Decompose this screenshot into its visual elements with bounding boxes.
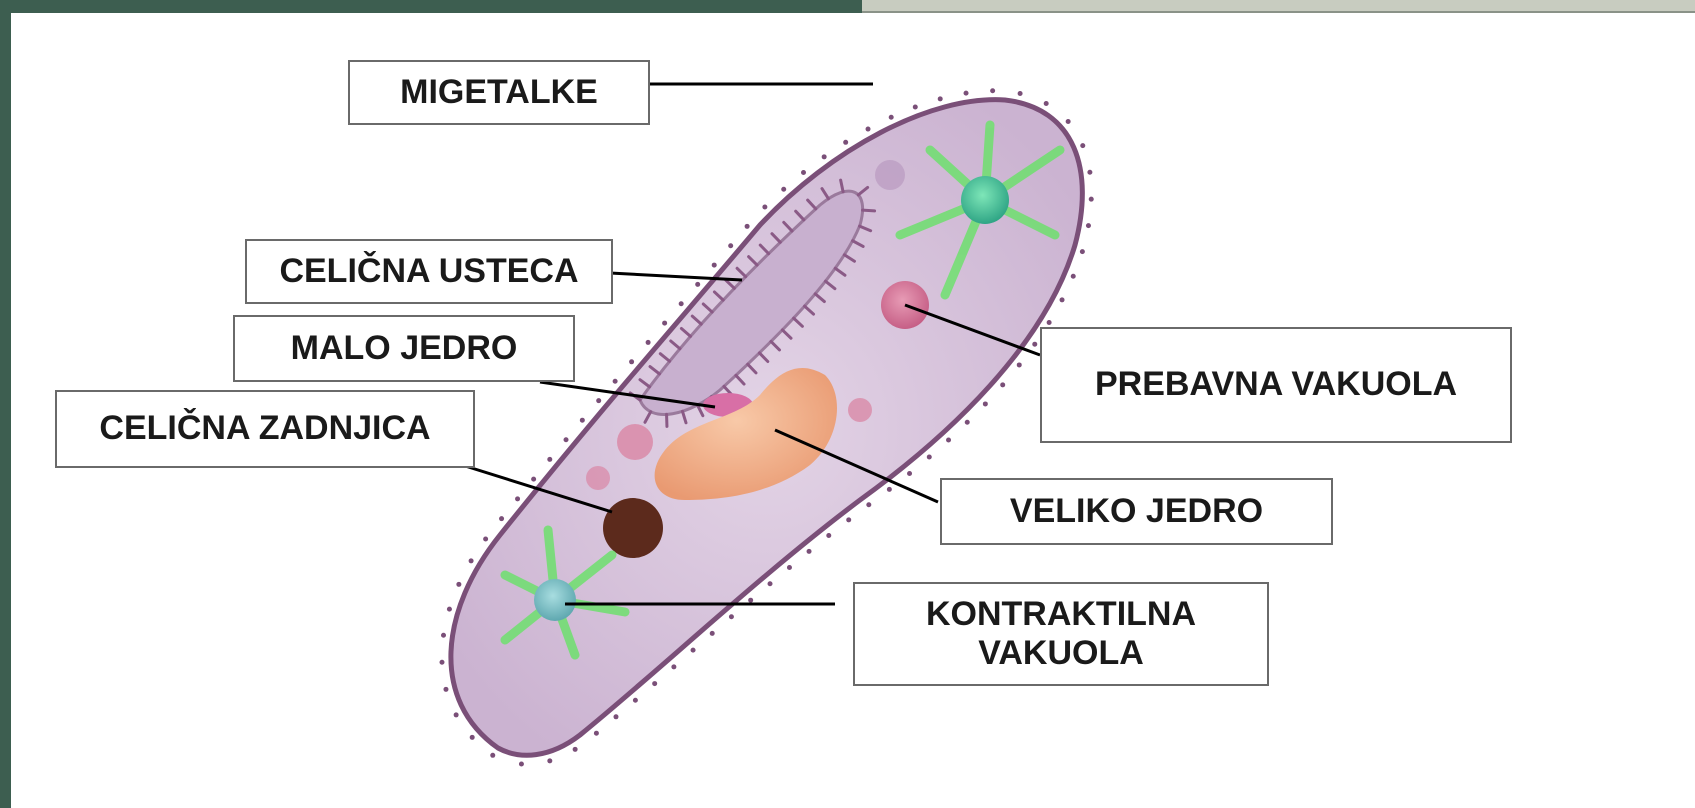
- membrane-dot: [801, 170, 806, 175]
- membrane-dot: [483, 536, 488, 541]
- membrane-dot: [1017, 362, 1022, 367]
- membrane-dot: [762, 205, 767, 210]
- label-kontraktilna-vakuola: KONTRAKTILNA VAKUOLA: [853, 582, 1269, 686]
- membrane-dot: [629, 359, 634, 364]
- membrane-dot: [938, 96, 943, 101]
- food-vacuole-small-3: [586, 466, 610, 490]
- membrane-dot: [787, 565, 792, 570]
- membrane-dot: [490, 753, 495, 758]
- membrane-dot: [1066, 119, 1071, 124]
- membrane-dot: [613, 379, 618, 384]
- lower-contractile-vacuole: [534, 579, 576, 621]
- label-veliko-jedro-text: VELIKO JEDRO: [1010, 492, 1263, 531]
- anal-pore: [603, 498, 663, 558]
- label-prebavna-vakuola-text: PREBAVNA VAKUOLA: [1095, 365, 1457, 404]
- food-vacuole-small-2: [617, 424, 653, 460]
- membrane-dot: [822, 154, 827, 159]
- label-kontraktilna-line2: VAKUOLA: [978, 634, 1144, 673]
- membrane-dot: [596, 398, 601, 403]
- membrane-dot: [965, 420, 970, 425]
- membrane-dot: [469, 558, 474, 563]
- membrane-dot: [983, 401, 988, 406]
- membrane-dot: [729, 614, 734, 619]
- membrane-dot: [531, 477, 536, 482]
- membrane-dot: [1044, 101, 1049, 106]
- membrane-dot: [846, 517, 851, 522]
- membrane-dot: [454, 712, 459, 717]
- membrane-dot: [745, 224, 750, 229]
- membrane-dot: [580, 418, 585, 423]
- membrane-dot: [1032, 342, 1037, 347]
- groove-cilium: [863, 210, 875, 211]
- membrane-dot: [1086, 223, 1091, 228]
- membrane-dot: [964, 91, 969, 96]
- membrane-dot: [1060, 297, 1065, 302]
- membrane-dot: [768, 581, 773, 586]
- membrane-dot: [573, 747, 578, 752]
- membrane-dot: [439, 660, 444, 665]
- membrane-dot: [843, 140, 848, 145]
- label-migetalke-text: MIGETALKE: [400, 73, 598, 112]
- membrane-dot: [927, 455, 932, 460]
- membrane-dot: [907, 471, 912, 476]
- label-celicna-zadnjica: CELIČNA ZADNJICA: [55, 390, 475, 468]
- membrane-dot: [913, 105, 918, 110]
- upper-contractile-vacuole: [961, 176, 1009, 224]
- membrane-dot: [594, 731, 599, 736]
- membrane-dot: [1080, 249, 1085, 254]
- membrane-dot: [519, 762, 524, 767]
- label-malo-jedro-text: MALO JEDRO: [291, 329, 518, 368]
- membrane-dot: [1047, 320, 1052, 325]
- label-malo-jedro: MALO JEDRO: [233, 315, 575, 382]
- membrane-dot: [1080, 143, 1085, 148]
- membrane-dot: [470, 735, 475, 740]
- membrane-dot: [889, 115, 894, 120]
- food-vacuole-small-1: [848, 398, 872, 422]
- membrane-dot: [1018, 91, 1023, 96]
- membrane-dot: [646, 340, 651, 345]
- membrane-dot: [441, 633, 446, 638]
- label-veliko-jedro: VELIKO JEDRO: [940, 478, 1333, 545]
- membrane-dot: [564, 437, 569, 442]
- membrane-dot: [443, 687, 448, 692]
- membrane-dot: [499, 516, 504, 521]
- label-kontraktilna-line1: KONTRAKTILNA: [926, 595, 1196, 634]
- membrane-dot: [866, 127, 871, 132]
- membrane-dot: [1089, 197, 1094, 202]
- membrane-dot: [866, 502, 871, 507]
- membrane-dot: [826, 533, 831, 538]
- membrane-dot: [691, 648, 696, 653]
- membrane-dot: [652, 681, 657, 686]
- membrane-dot: [447, 607, 452, 612]
- membrane-dot: [695, 282, 700, 287]
- label-celicna-zadnjica-text: CELIČNA ZADNJICA: [99, 409, 430, 448]
- membrane-dot: [1071, 274, 1076, 279]
- membrane-dot: [671, 664, 676, 669]
- membrane-dot: [679, 301, 684, 306]
- membrane-dot: [710, 631, 715, 636]
- membrane-dot: [748, 598, 753, 603]
- membrane-dot: [712, 263, 717, 268]
- membrane-dot: [990, 88, 995, 93]
- food-vacuole-small-5: [875, 160, 905, 190]
- membrane-dot: [781, 187, 786, 192]
- membrane-dot: [807, 549, 812, 554]
- membrane-dot: [456, 582, 461, 587]
- membrane-dot: [547, 457, 552, 462]
- membrane-dot: [728, 243, 733, 248]
- membrane-dot: [887, 487, 892, 492]
- membrane-dot: [662, 321, 667, 326]
- label-celicna-usteca: CELIČNA USTECA: [245, 239, 613, 304]
- membrane-dot: [1087, 170, 1092, 175]
- membrane-dot: [946, 437, 951, 442]
- membrane-dot: [633, 698, 638, 703]
- label-migetalke: MIGETALKE: [348, 60, 650, 125]
- label-celicna-usteca-text: CELIČNA USTECA: [279, 252, 578, 291]
- membrane-dot: [613, 714, 618, 719]
- label-prebavna-vakuola: PREBAVNA VAKUOLA: [1040, 327, 1512, 443]
- membrane-dot: [1000, 382, 1005, 387]
- membrane-dot: [547, 758, 552, 763]
- membrane-dot: [515, 496, 520, 501]
